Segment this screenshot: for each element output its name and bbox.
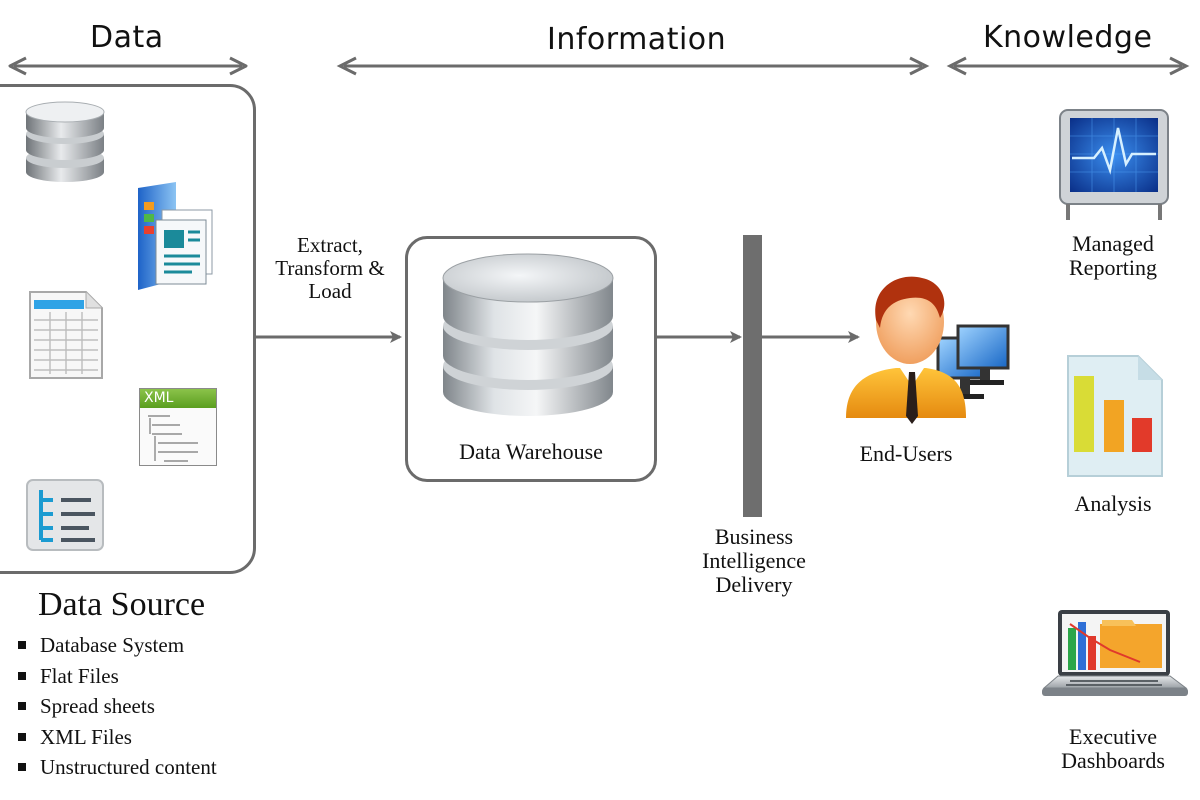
bullet-icon [18, 641, 26, 649]
stage-label-data: Data [90, 20, 164, 55]
etl-label-line-1: Extract, [297, 233, 363, 257]
bullet-icon [18, 702, 26, 710]
end-users-label: End-Users [859, 441, 953, 466]
data-warehouse-label: Data Warehouse [459, 439, 603, 464]
executive-dashboards-icon [1042, 610, 1188, 696]
data-source-item-label: Unstructured content [40, 755, 217, 779]
xml-icon-header: XML [140, 389, 216, 408]
analysis-icon [1067, 355, 1163, 477]
bi-delivery-line-3: Delivery [715, 572, 793, 598]
end-user-icon [846, 276, 1010, 424]
data-source-list: Database System Flat Files Spread sheets… [18, 630, 217, 783]
bi-delivery-bar [743, 235, 762, 517]
data-source-item: Database System [18, 630, 217, 661]
bullet-icon [18, 732, 26, 741]
bi-delivery-line-1: Business [714, 524, 794, 549]
bullet-icon [18, 671, 26, 680]
data-source-item-label: Spread sheets [40, 694, 155, 718]
analysis-label: Analysis [1074, 491, 1152, 516]
bi-delivery-line-2: Intelligence [702, 548, 806, 574]
data-warehouse-icon [442, 253, 614, 416]
managed-reporting-icon [1059, 109, 1169, 220]
data-source-item-label: Flat Files [40, 663, 119, 688]
bi-delivery-label: Business Intelligence Delivery [684, 524, 824, 598]
managed-reporting-line-2: Reporting [1069, 255, 1157, 281]
unstructured-content-icon [26, 479, 104, 551]
database-icon [25, 101, 105, 182]
executive-dashboards-line-1: Executive [1069, 724, 1157, 749]
data-source-item: Spread sheets [18, 691, 217, 722]
stage-arrow-information [336, 56, 930, 76]
data-source-item-label: Database System [40, 633, 185, 657]
data-source-item: Flat Files [18, 661, 217, 692]
data-source-item: Unstructured content [18, 752, 217, 783]
managed-reporting-line-1: Managed [1072, 231, 1154, 256]
stage-label-information: Information [547, 22, 727, 57]
data-source-item-label: XML Files [40, 724, 132, 749]
xml-file-icon: XML [139, 388, 217, 466]
stage-arrow-knowledge [946, 56, 1190, 76]
stage-label-knowledge: Knowledge [983, 20, 1153, 55]
etl-label: Extract, Transform & Load [262, 233, 398, 304]
executive-dashboards-line-2: Dashboards [1061, 748, 1165, 774]
stage-arrow-data [8, 56, 248, 76]
xml-tree-graphic [148, 415, 198, 462]
etl-label-line-3: Load [308, 279, 352, 304]
spreadsheet-icon [29, 291, 103, 379]
data-source-title: Data Source [38, 586, 206, 623]
managed-reporting-label: Managed Reporting [1046, 231, 1180, 281]
flat-files-icon [138, 182, 213, 290]
bullet-icon [18, 763, 26, 771]
data-source-item: XML Files [18, 722, 217, 753]
executive-dashboards-label: Executive Dashboards [1046, 724, 1180, 774]
etl-label-line-2: Transform & [275, 256, 385, 281]
